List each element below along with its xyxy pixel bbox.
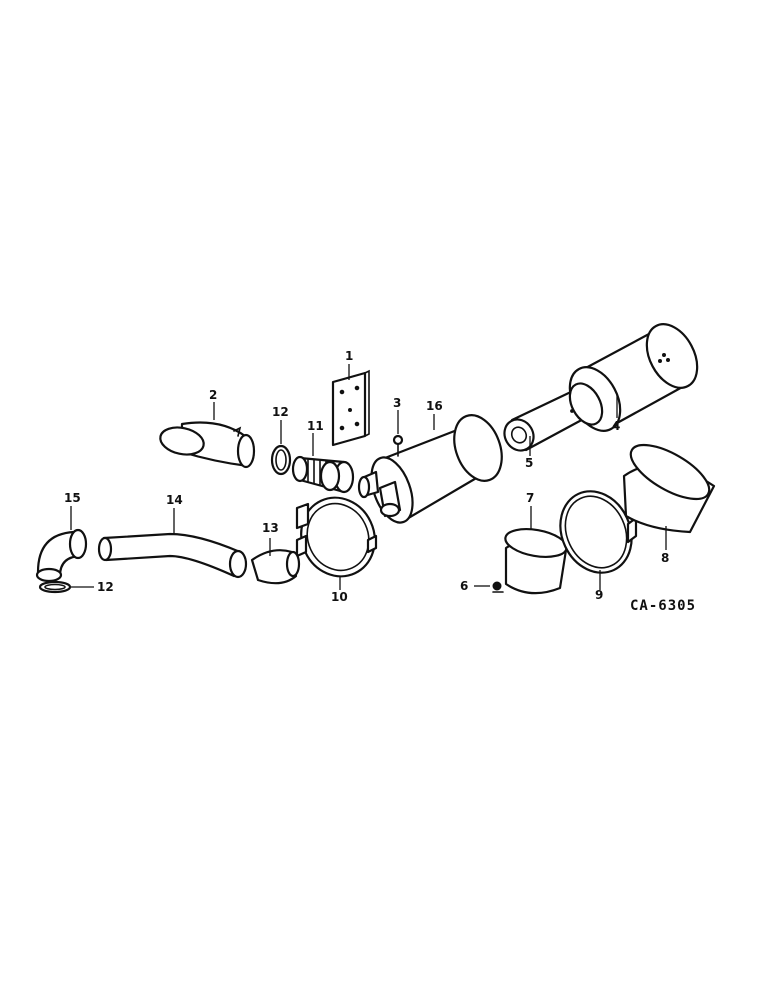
part-clamp-ring-lower — [38, 580, 72, 594]
part-intake-pipe — [97, 532, 248, 579]
part-small-bolt — [492, 581, 504, 593]
callout-7: 7 — [526, 491, 534, 505]
part-clamp-ring-upper — [270, 444, 292, 476]
part-dust-cup — [622, 443, 716, 534]
part-flexible-hose — [291, 455, 355, 494]
callout-15: 15 — [64, 491, 81, 505]
callout-1: 1 — [345, 349, 353, 363]
callout-9: 9 — [595, 588, 603, 602]
callout-6: 6 — [460, 579, 468, 593]
callout-13: 13 — [262, 521, 279, 535]
part-wing-nut — [392, 434, 404, 457]
part-rubber-elbow — [250, 549, 301, 585]
part-gasket-ring — [559, 490, 638, 574]
callout-16: 16 — [426, 399, 443, 413]
callout-8: 8 — [661, 551, 669, 565]
callout-2: 2 — [209, 388, 217, 402]
part-band — [504, 528, 568, 595]
callout-12-upper: 12 — [272, 405, 289, 419]
callout-11: 11 — [307, 419, 324, 433]
callout-5: 5 — [525, 456, 533, 470]
callout-14: 14 — [166, 493, 183, 507]
leader-lines — [70, 364, 667, 590]
part-elbow — [35, 528, 88, 583]
part-mounting-plate — [331, 369, 370, 447]
part-primary-filter-element — [568, 323, 699, 432]
callout-12-lower: 12 — [97, 580, 114, 594]
figure-code: CA-6305 — [630, 598, 696, 614]
callout-10: 10 — [331, 590, 348, 604]
part-air-cleaner-housing — [357, 414, 503, 524]
callout-3: 3 — [393, 396, 401, 410]
part-inlet-hood — [159, 421, 256, 469]
part-large-hose-clamp — [295, 496, 378, 578]
callout-4: 4 — [612, 419, 620, 433]
